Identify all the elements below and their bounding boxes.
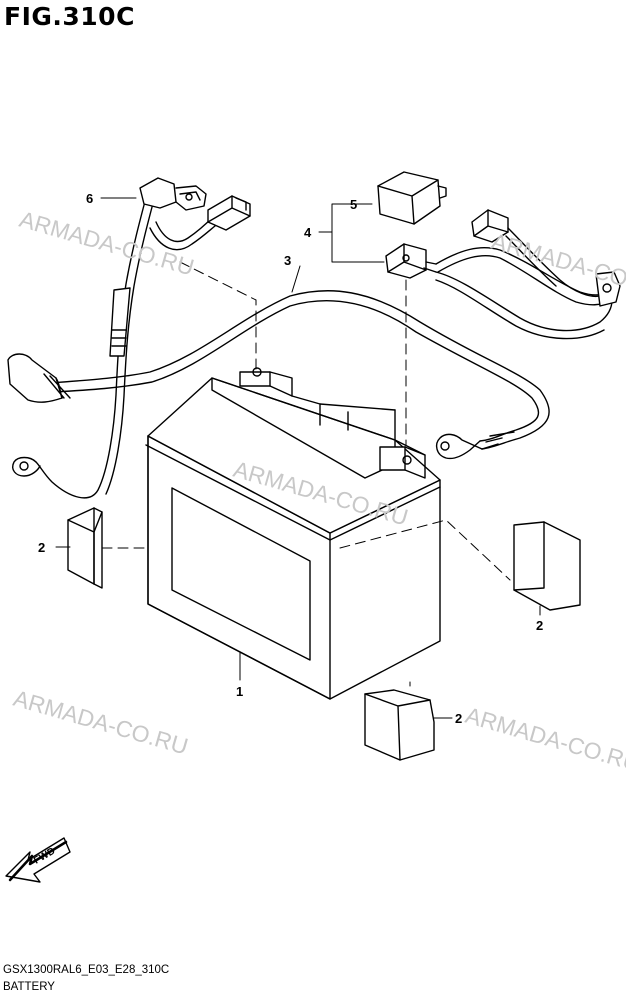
diagram-code: GSX1300RAL6_E03_E28_310C [3,964,170,976]
diagram-name: BATTERY [3,981,55,993]
harness-6-part [12,177,251,499]
callout-4: 4 [304,225,312,240]
watermark-5: ARMADA-CO.RU [463,702,626,777]
cover-5-part [377,171,447,225]
figure-title: FIG.310C [4,2,135,31]
callout-5: 5 [350,197,357,212]
callout-6: 6 [86,191,93,206]
callout-2-left: 2 [38,540,45,555]
callout-1: 1 [236,684,243,699]
fwd-direction-arrow [5,837,71,883]
callout-2-right: 2 [536,618,543,633]
pad-left-part [67,507,103,589]
leader-lines [55,197,541,719]
watermark-4: ARMADA-CO.RU [11,685,191,760]
pad-bottom-part [364,689,435,761]
harness-4-part [385,209,621,340]
callout-3: 3 [284,253,291,268]
pad-right-part [513,521,581,611]
callout-2-bottom: 2 [455,711,462,726]
lead-wire-part [7,290,550,460]
battery-part [145,367,441,700]
watermark-1: ARMADA-CO.RU [17,206,197,281]
